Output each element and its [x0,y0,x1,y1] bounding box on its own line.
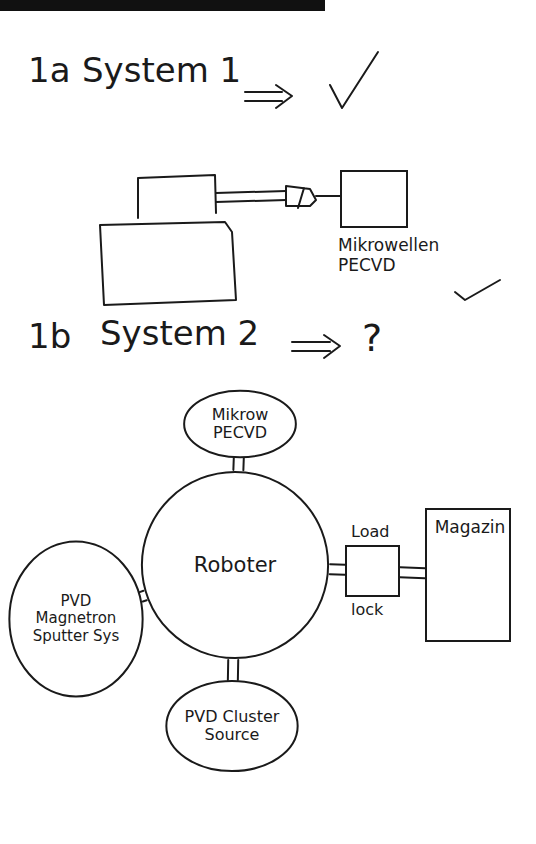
node-text: Magazin [435,518,506,538]
station-ellipse: Roboter [140,470,330,660]
text-holder: PVD Magnetron Sputter Sys [27,562,125,676]
feed-line [316,195,340,197]
machine-top [138,175,216,218]
double-connector [400,567,425,578]
heading-label: 1b [28,318,71,355]
node-text: Load [351,523,389,541]
black-bar [0,0,325,11]
implies-arrow [292,335,340,358]
heading-label: System 1 [82,52,241,89]
text-holder: Roboter [167,497,304,634]
station-ellipse: PVD Cluster Source [165,680,299,772]
heading-label: System 2 [100,315,259,352]
heading-label: 1a [28,52,70,89]
text-holder: PVD Cluster Source [184,693,280,759]
check-mark [330,52,378,108]
node-text: Roboter [194,553,276,577]
node-text: Mikrow PECVD [199,406,281,443]
nozzle [286,186,316,208]
feed-line [216,191,286,202]
text-holder: Magazin [433,518,507,633]
station-ellipse: PVD Magnetron Sputter Sys [8,540,144,698]
double-connector [228,660,238,680]
double-connector [233,458,243,470]
text-holder: Mikrow PECVD [199,400,281,449]
process-box: Mikrowellen PECVD [340,170,408,228]
double-connector [330,564,346,575]
process-box: Loadlock [345,545,400,597]
implies-arrow [245,85,292,108]
node-text: PVD Magnetron Sputter Sys [27,593,125,645]
check-mark [455,280,500,300]
node-text: PVD Cluster Source [184,708,280,745]
station-ellipse: Mikrow PECVD [183,390,297,458]
heading-label: ? [362,318,382,360]
node-text: lock [351,601,383,619]
node-text: Mikrowellen PECVD [338,236,488,275]
process-box: Magazin [425,508,511,642]
machine-body [100,222,236,305]
